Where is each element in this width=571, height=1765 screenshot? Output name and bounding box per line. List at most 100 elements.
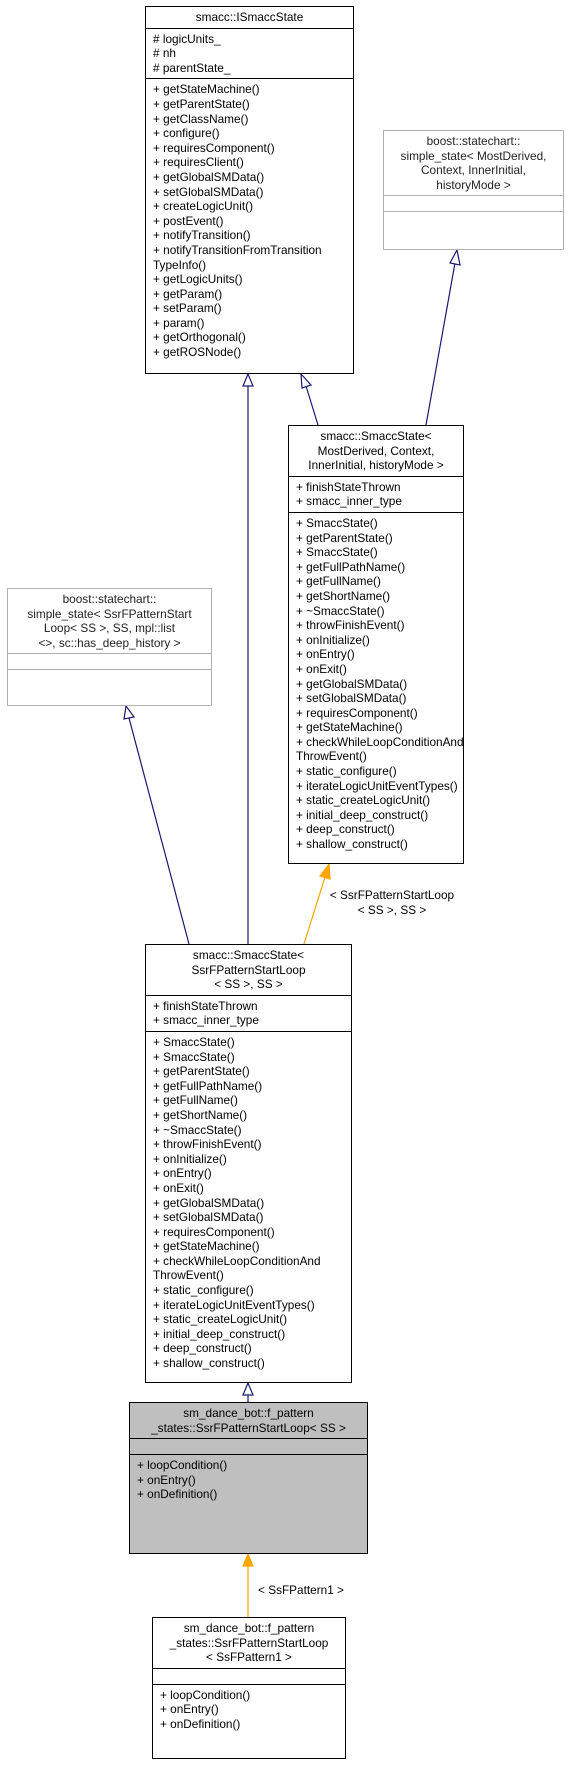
text-line: + getLogicUnits() [153,272,243,287]
text-line: + createLogicUnit() [153,199,253,214]
text-line: + ~SmaccState() [296,603,385,618]
text-line: <>, sc::has_deep_history > [38,635,181,650]
text-line: + checkWhileLoopConditionAnd [153,1253,321,1268]
node-attributes: + finishStateThrown+ smacc_inner_type [146,994,351,1031]
text-line: + getParentState() [296,530,393,545]
node-title: sm_dance_bot::f_pattern_states::SsrFPatt… [130,1403,367,1438]
inheritance-arrowhead [449,248,461,266]
text-line: + postEvent() [153,213,224,228]
node-attributes [8,653,211,669]
text-line: + requiresComponent() [153,1224,275,1239]
text-line: # logicUnits_ [153,31,221,46]
text-line: smacc::SmaccState< [192,948,305,962]
text-line: + notifyTransition() [153,228,251,243]
node-boost-simple-state-generic[interactable]: boost::statechart::simple_state< MostDer… [383,130,564,250]
text-line: + requiresClient() [153,155,244,170]
text-line: + getGlobalSMData() [153,169,265,184]
text-line: sm_dance_bot::f_pattern [183,1406,314,1420]
text-line: + getROSNode() [153,345,242,360]
text-line: < SS >, SS > [214,977,283,992]
text-line: ThrowEvent() [153,1268,224,1283]
node-boost-simple-state-specific[interactable]: boost::statechart::simple_state< SsrFPat… [7,588,212,706]
node-attributes [130,1438,367,1454]
node-title: smacc::ISmaccState [146,7,353,28]
inheritance-arrowhead [300,372,313,389]
text-line: < SsrFPatternStartLoop [329,888,455,902]
node-smaccstate-template[interactable]: smacc::SmaccState<MostDerived, Context,I… [288,425,464,864]
text-line: boost::statechart:: [62,592,157,606]
text-line: + initial_deep_construct() [153,1326,286,1341]
node-ssr-start-loop-ss1[interactable]: sm_dance_bot::f_pattern_states::SsrFPatt… [152,1617,346,1759]
text-line: + setGlobalSMData() [296,691,407,706]
text-line: + SmaccState() [153,1049,235,1064]
text-line: simple_state< SsrFPatternStart [27,606,192,621]
text-line: + deep_construct() [153,1341,252,1356]
text-line: InnerInitial, historyMode > [308,458,444,473]
edge-label-template-binding-lower: < SsFPattern1 > [249,1583,353,1598]
text-line: + onInitialize() [153,1151,227,1166]
template-arrowhead [319,862,331,880]
node-ismaccstate[interactable]: smacc::ISmaccState # logicUnits_# nh# pa… [145,6,354,374]
inheritance-arrowhead [242,372,254,387]
node-methods: + getStateMachine()+ getParentState() + g… [146,78,353,362]
text-line: < SsFPattern1 > [258,1583,344,1597]
node-title: boost::statechart::simple_state< SsrFPat… [8,589,211,653]
text-line: + checkWhileLoopConditionAnd [296,734,464,749]
text-line: # nh [153,46,176,61]
text-line: smacc::SmaccState< [320,429,432,443]
text-line: + onDefinition() [137,1487,218,1502]
inheritance-arrowhead [123,704,136,720]
node-title: sm_dance_bot::f_pattern_states::SsrFPatt… [153,1618,345,1668]
text-line: + throwFinishEvent() [296,618,405,633]
text-line: + requiresComponent() [296,705,418,720]
text-line: + onEntry() [137,1472,196,1487]
node-methods: + SmaccState()+ getParentState()+ SmaccS… [289,511,464,855]
template-arrowhead [242,1552,254,1567]
text-line: ThrowEvent() [296,749,367,764]
text-line: + SmaccState() [296,515,378,530]
edge-specific-to-template-binding [303,876,326,945]
text-line: + getFullName() [296,574,381,589]
text-line: + shallow_construct() [296,837,408,852]
text-line: + onExit() [153,1180,204,1195]
node-smaccstate-specific[interactable]: smacc::SmaccState<SsrFPatternStartLoop< … [145,944,352,1383]
node-attributes [153,1667,345,1684]
text-line: # parentState_ [153,60,231,75]
text-line: + loopCondition() [160,1687,251,1702]
text-line: _states::SsrFPatternStartLoop [169,1635,329,1650]
text-line: + getStateMachine() [153,82,260,97]
text-line: historyMode > [436,177,511,192]
text-line: + getShortName() [296,588,391,603]
node-methods: + loopCondition()+ onEntry()+ onDefiniti… [130,1454,367,1505]
text-line: boost::statechart:: [426,134,521,148]
text-line: TypeInfo() [153,257,207,272]
text-line: + setGlobalSMData() [153,184,264,199]
edge-template-to-boost-generic [425,262,456,426]
text-line: + deep_construct() [296,822,395,837]
text-line: Loop< SS >, SS, mpl::list [43,621,176,636]
text-line: + ~SmaccState() [153,1122,242,1137]
text-line: + getGlobalSMData() [153,1195,265,1210]
edge-label-template-binding-upper: < SsrFPatternStartLoop< SS >, SS > [322,888,462,917]
text-line: + getParentState() [153,96,250,111]
text-line: + static_configure() [153,1283,254,1298]
node-methods: + SmaccState()+ SmaccState()+ getParentS… [146,1030,351,1374]
text-line: + notifyTransitionFromTransition [153,242,322,257]
node-methods [384,211,563,227]
text-line: + static_configure() [296,764,397,779]
text-line: + getFullName() [153,1093,238,1108]
text-line: + iterateLogicUnitEventTypes() [153,1297,315,1312]
text-line: + param() [153,315,205,330]
text-line: + setParam() [153,301,222,316]
text-line: + onInitialize() [296,632,370,647]
text-line: + finishStateThrown [296,479,401,494]
text-line: + getShortName() [153,1107,248,1122]
node-ssr-start-loop[interactable]: sm_dance_bot::f_pattern_states::SsrFPatt… [129,1402,368,1554]
text-line: + onEntry() [153,1166,212,1181]
text-line: + iterateLogicUnitEventTypes() [296,778,458,793]
text-line: + configure() [153,126,220,141]
text-line: + smacc_inner_type [296,494,402,509]
node-title: boost::statechart::simple_state< MostDer… [384,131,563,195]
text-line: + finishStateThrown [153,998,258,1013]
